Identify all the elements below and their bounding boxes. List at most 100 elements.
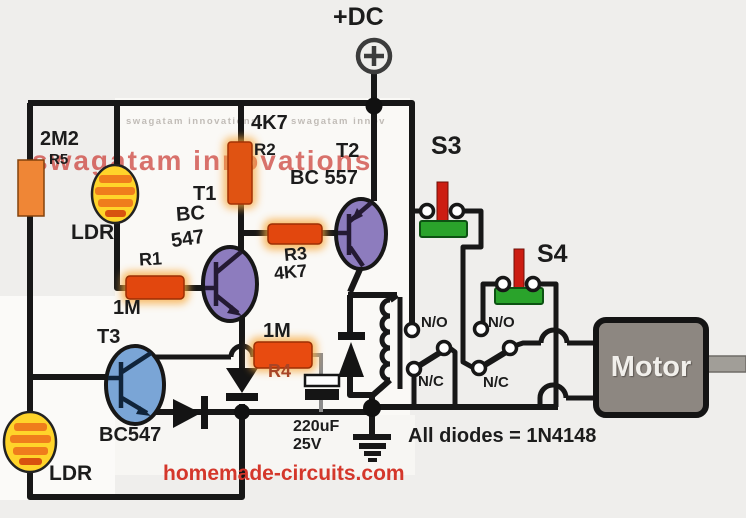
contact1-nc-label: N/C [418, 373, 444, 390]
ldr1-label: LDR [71, 221, 115, 244]
diode-flyback-bar [338, 332, 365, 340]
r3-value-label: 4K7 [273, 260, 308, 284]
transistor-t1-symbol [205, 250, 243, 315]
s3-label: S3 [431, 132, 462, 160]
wire-s3-to-nc2 [460, 208, 484, 370]
junction-supply [365, 97, 383, 115]
r1-value-label: 1M [113, 297, 141, 319]
supply-plus [364, 46, 384, 66]
switch-s3-button[interactable] [419, 181, 468, 238]
site-credit-label: homemade-circuits.com [163, 462, 405, 485]
contact2-nc-label: N/C [483, 374, 509, 391]
transistor-t1-arrow [227, 305, 242, 316]
contact2-arm [481, 349, 508, 369]
wire-s4-drop [538, 281, 559, 407]
resistor-r1-body [125, 275, 185, 300]
r2-ref-label: R2 [254, 140, 276, 159]
ldr1 [90, 163, 140, 225]
contact1-no-label: N/O [421, 314, 448, 331]
transistor-t2 [334, 197, 388, 271]
dc-supply-terminal-icon [355, 37, 393, 75]
supply-label: +DC [333, 3, 384, 31]
motor-shaft [705, 355, 746, 373]
switch-s3-base[interactable] [419, 220, 468, 238]
r4-ref-label: R4 [268, 361, 292, 381]
transistor-t3 [104, 344, 166, 426]
s4-terminal-left [494, 275, 512, 293]
t2-ref-label: T2 [336, 140, 360, 162]
transistor-t3-arrow [136, 406, 151, 416]
diode-d2 [226, 368, 258, 401]
t2-part-label: BC 557 [290, 167, 358, 189]
transistor-t1 [201, 245, 259, 323]
r5-value-label: 2M2 [40, 128, 79, 150]
transistor-t2-arrow [351, 208, 363, 222]
motor-label: Motor [610, 351, 692, 383]
contact2-pole [501, 339, 519, 357]
s3-terminal-left [418, 202, 436, 220]
capacitor-plate-positive [303, 373, 341, 388]
watermark-faint: swagatam innovations swagatam innov [126, 116, 386, 127]
ldr2-stripes [10, 423, 51, 465]
resistor-r2-body [227, 141, 253, 205]
t3-ref-label: T3 [97, 326, 121, 348]
diode-d1 [173, 396, 208, 429]
ldr1-stripes [95, 175, 135, 217]
motor-body [593, 317, 709, 418]
junction-diode [234, 404, 250, 420]
resistor-r4-body [253, 341, 313, 369]
contact2-nc-terminal [470, 359, 488, 377]
contact1-arm [415, 349, 443, 370]
t1-part-line1-label: BC [175, 202, 206, 226]
switch-s4-stem[interactable] [513, 248, 525, 292]
contact1-pole [435, 339, 453, 357]
contact1-no-terminal [403, 321, 421, 339]
junction-ground [363, 399, 381, 417]
contact-terminals [403, 202, 542, 378]
wire-coil-top-link [388, 292, 399, 303]
capacitor-220uf [303, 373, 341, 400]
s4-label: S4 [537, 240, 568, 268]
switch-s3-stem[interactable] [436, 181, 449, 225]
r4-value-label: 1M [263, 320, 291, 342]
wires [27, 74, 598, 500]
transistor-t2-symbol [338, 201, 373, 268]
wire-motor-top-a [513, 340, 541, 349]
junction-dots [234, 97, 383, 420]
r2-value-label: 4K7 [251, 112, 288, 134]
diode-d1-triangle [173, 399, 201, 428]
capacitor-voltage-label: 25V [293, 436, 322, 453]
diode-flyback-triangle [338, 342, 364, 377]
t1-part-line2-label: 547 [169, 225, 206, 253]
diode-d2-bar [226, 393, 258, 401]
contact1-nc-terminal [405, 360, 423, 378]
ldr2-label: LDR [49, 462, 93, 485]
wire-top-bus-and-rail [28, 100, 415, 324]
ldr2 [2, 410, 58, 474]
transistor-t3-body [104, 344, 166, 426]
transistor-t3-symbol [108, 351, 153, 415]
contact2-no-label: N/O [488, 314, 515, 331]
wire-relay-left-lower [347, 376, 372, 398]
diode-d1-bar [201, 396, 208, 429]
ground-icon [353, 434, 391, 462]
s4-terminal-right [524, 275, 542, 293]
t1-ref-label: T1 [193, 183, 217, 205]
capacitor-value-label: 220uF [293, 418, 340, 435]
s3-terminal-right [448, 202, 466, 220]
r1-ref-label: R1 [138, 248, 163, 270]
wire-left-loop [27, 103, 245, 500]
resistor-r3-body [267, 223, 323, 245]
diode-note-label: All diodes = 1N4148 [408, 425, 597, 447]
capacitor-plate-negative [305, 389, 339, 400]
watermark-red: swagatam innovations [32, 145, 373, 176]
wire-s4-to-no2 [480, 281, 498, 323]
diode-flyback [338, 332, 365, 377]
t3-part-label: BC547 [99, 424, 162, 446]
wire-hop-motor-bottom [537, 382, 569, 399]
relay-coil [379, 297, 391, 383]
r5-ref-label: R5 [49, 151, 69, 168]
resistor-r5-body [17, 159, 45, 217]
